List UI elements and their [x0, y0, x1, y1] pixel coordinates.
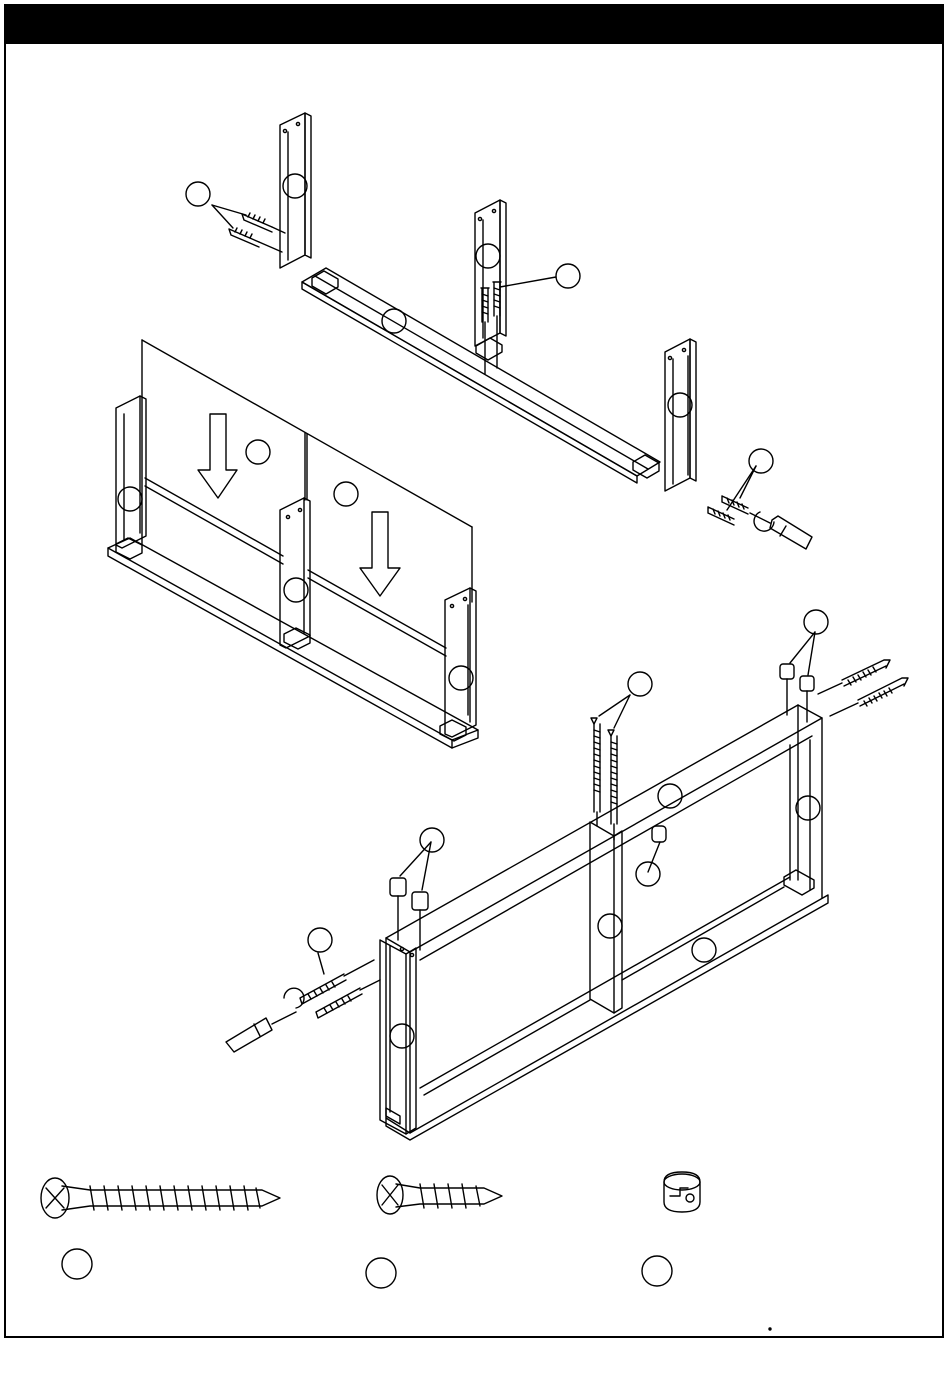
callout-circle — [246, 440, 270, 464]
callout-circle — [186, 182, 210, 206]
callout-circle — [476, 244, 500, 268]
callout-circle — [749, 449, 773, 473]
short-wood-screw-icon — [377, 1176, 502, 1214]
arrow-down-icon — [198, 414, 237, 498]
screwdriver-icon — [226, 988, 304, 1052]
step1-upright-right — [665, 339, 696, 491]
step3-long-screw-pair — [591, 695, 630, 840]
step2-upright-middle — [280, 498, 310, 648]
footer-dot — [769, 1328, 771, 1330]
step3-frame — [386, 705, 828, 1140]
callout-circle — [692, 938, 716, 962]
step1-assembly — [186, 113, 812, 549]
cam-lock-icon — [664, 1172, 700, 1212]
callout-circle — [366, 1258, 396, 1288]
screwdriver-icon — [750, 512, 812, 549]
hardware-legend — [41, 1172, 771, 1330]
step1-screw-right-pair — [708, 466, 756, 525]
step3-long-screw-right — [818, 660, 908, 716]
callout-circle — [556, 264, 580, 288]
step3-assembly — [226, 610, 908, 1140]
callout-circle — [118, 487, 142, 511]
callout-circle — [62, 1249, 92, 1279]
step3-divider — [590, 822, 622, 1013]
callout-circle — [598, 914, 622, 938]
step3-cam-lock-pair-left — [390, 842, 431, 950]
callout-circle — [642, 1256, 672, 1286]
callout-circle — [334, 482, 358, 506]
callout-circle — [804, 610, 828, 634]
callout-circle — [308, 928, 332, 952]
callout-circle — [283, 174, 307, 198]
callout-circle — [636, 862, 660, 886]
arrow-down-icon — [360, 512, 400, 596]
callout-circle — [796, 796, 820, 820]
step3-screw-left-pair — [300, 953, 380, 1018]
step1-screw-left-pair — [212, 205, 285, 252]
step1-base-rail — [302, 268, 660, 483]
step2-rail-block — [116, 538, 142, 559]
step1-screw-middle-pair — [481, 277, 556, 374]
step1-callouts — [186, 174, 773, 473]
step1-upright-middle — [475, 200, 506, 346]
step2-back-panel — [142, 340, 472, 656]
step3-end-panel-right — [784, 740, 814, 895]
long-wood-screw-icon — [41, 1178, 280, 1218]
callout-circle — [628, 672, 652, 696]
callout-circle — [420, 828, 444, 852]
step2-assembly — [108, 340, 478, 748]
step2-rail-block — [440, 720, 466, 741]
